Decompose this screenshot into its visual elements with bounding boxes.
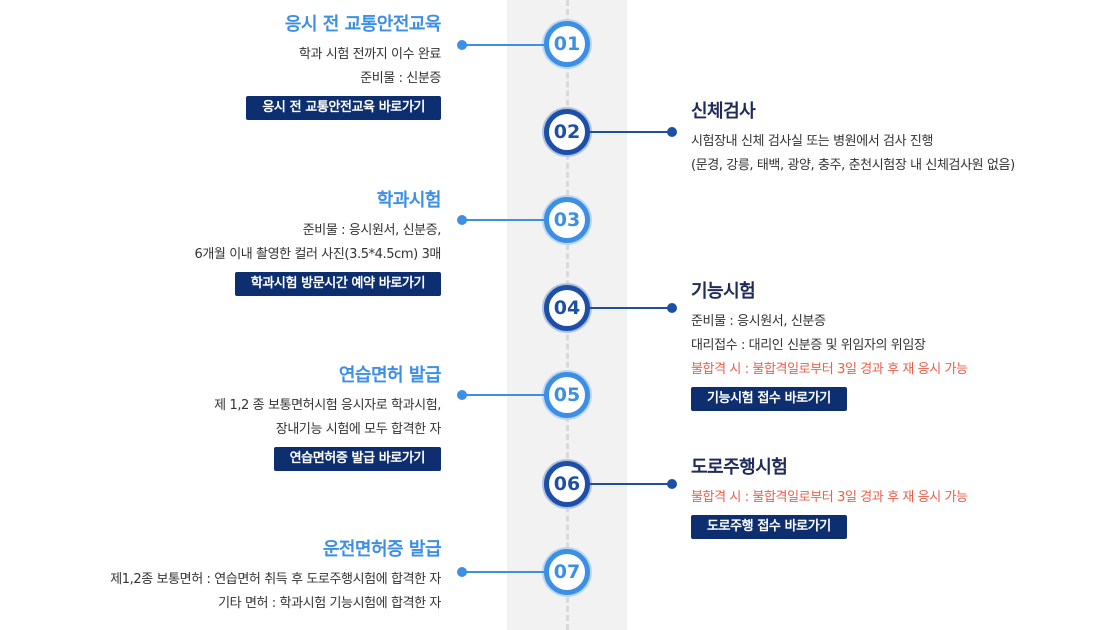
- step-05-badge: 05: [544, 372, 590, 418]
- step-04-badge: 04: [544, 285, 590, 331]
- step-06-title: 도로주행시험: [691, 457, 788, 478]
- step-06-warning: 불합격 시 : 불합격일로부터 3일 경과 후 재 응시 가능: [691, 490, 968, 505]
- step-03-line-2: 6개월 이내 촬영한 컬러 사진(3.5*4.5cm) 3매: [194, 247, 441, 262]
- step-07-badge: 07: [544, 549, 590, 595]
- step-04-line-1: 준비물 : 응시원서, 신분증: [691, 314, 826, 329]
- step-06-content: 도로주행시험 불합격 시 : 불합격일로부터 3일 경과 후 재 응시 가능 도…: [691, 456, 968, 539]
- step-07-line-1: 제1,2종 보통면허 : 연습면허 취득 후 도로주행시험에 합격한 자: [110, 572, 441, 587]
- step-07-connector-line: [462, 571, 546, 573]
- step-02-line-2: (문경, 강릉, 태백, 광양, 충주, 춘천시험장 내 신체검사원 없음): [691, 158, 1015, 173]
- step-02-connector-dot: [667, 127, 677, 137]
- step-02-title: 신체검사: [691, 101, 756, 122]
- step-01-line-1: 학과 시험 전까지 이수 완료: [298, 47, 441, 62]
- step-07-line-2: 기타 면허 : 학과시험 기능시험에 합격한 자: [218, 596, 441, 611]
- step-03-number: 03: [553, 209, 581, 231]
- step-03-line-1: 준비물 : 응시원서, 신분증,: [302, 223, 442, 238]
- learner-permit-issue-button[interactable]: 연습면허증 발급 바로가기: [273, 447, 441, 471]
- step-03-connector-line: [462, 219, 546, 221]
- step-01-line-2: 준비물 : 신분증: [360, 71, 441, 86]
- step-05-content: 연습면허 발급 제 1,2 종 보통면허시험 응시자로 학과시험, 장내기능 시…: [214, 364, 441, 471]
- step-07-title: 운전면허증 발급: [322, 539, 442, 560]
- step-05-title: 연습면허 발급: [338, 365, 442, 386]
- step-02-line-1: 시험장내 신체 검사실 또는 병원에서 검사 진행: [691, 134, 934, 149]
- step-04-title: 기능시험: [691, 281, 756, 302]
- step-04-line-2: 대리접수 : 대리인 신분증 및 위임자의 위임장: [691, 338, 926, 353]
- step-04-connector-line: [588, 307, 672, 309]
- step-05-connector-line: [462, 394, 546, 396]
- step-01-number: 01: [553, 33, 581, 55]
- step-02-number: 02: [553, 121, 581, 143]
- written-test-reservation-button[interactable]: 학과시험 방문시간 예약 바로가기: [234, 272, 441, 296]
- step-06-badge: 06: [544, 461, 590, 507]
- step-04-number: 04: [553, 297, 581, 319]
- step-07-content: 운전면허증 발급 제1,2종 보통면허 : 연습면허 취득 후 도로주행시험에 …: [110, 538, 441, 616]
- road-test-registration-button[interactable]: 도로주행 접수 바로가기: [691, 515, 847, 539]
- step-02-badge: 02: [544, 109, 590, 155]
- step-03-content: 학과시험 준비물 : 응시원서, 신분증, 6개월 이내 촬영한 컬러 사진(3…: [194, 189, 441, 296]
- step-07-number: 07: [553, 561, 581, 583]
- traffic-safety-education-button[interactable]: 응시 전 교통안전교육 바로가기: [246, 96, 441, 120]
- step-06-connector-line: [588, 483, 672, 485]
- step-02-content: 신체검사 시험장내 신체 검사실 또는 병원에서 검사 진행 (문경, 강릉, …: [691, 100, 1015, 178]
- step-05-line-1: 제 1,2 종 보통면허시험 응시자로 학과시험,: [214, 398, 441, 413]
- skill-test-registration-button[interactable]: 기능시험 접수 바로가기: [691, 387, 847, 411]
- step-05-number: 05: [553, 384, 581, 406]
- step-04-warning: 불합격 시 : 불합격일로부터 3일 경과 후 재 응시 가능: [691, 362, 968, 377]
- step-04-connector-dot: [667, 303, 677, 313]
- step-06-connector-dot: [667, 479, 677, 489]
- step-01-badge: 01: [544, 21, 590, 67]
- step-03-badge: 03: [544, 197, 590, 243]
- step-01-title: 응시 전 교통안전교육: [284, 14, 442, 35]
- step-01-connector-line: [462, 44, 546, 46]
- step-05-line-2: 장내기능 시험에 모두 합격한 자: [275, 422, 442, 437]
- step-01-content: 응시 전 교통안전교육 학과 시험 전까지 이수 완료 준비물 : 신분증 응시…: [246, 13, 441, 120]
- step-03-title: 학과시험: [376, 190, 442, 211]
- step-04-content: 기능시험 준비물 : 응시원서, 신분증 대리접수 : 대리인 신분증 및 위임…: [691, 280, 968, 411]
- step-06-number: 06: [553, 473, 581, 495]
- step-02-connector-line: [588, 131, 672, 133]
